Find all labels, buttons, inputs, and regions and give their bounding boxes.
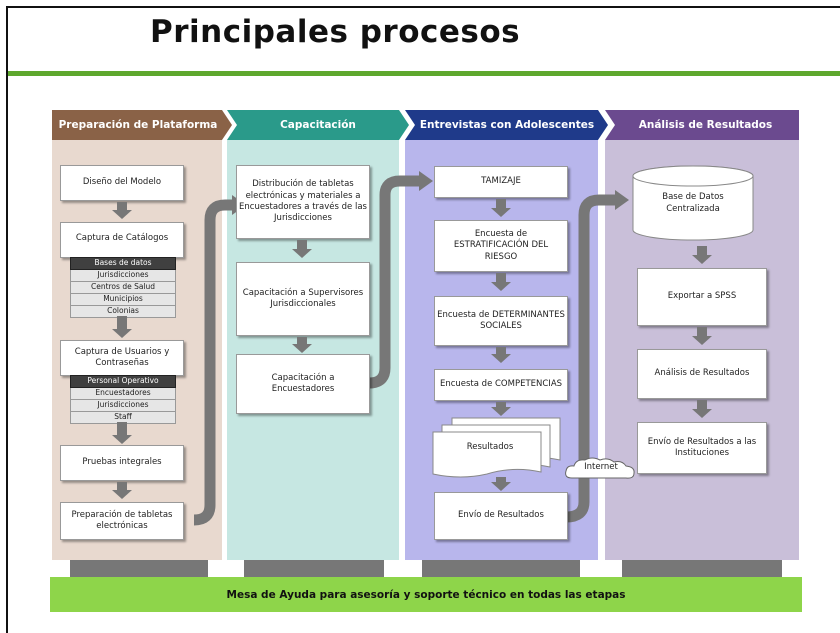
arrow-down (692, 327, 712, 345)
phase1-chevron (52, 110, 232, 140)
arrow-down (491, 347, 511, 363)
arrow-down (112, 482, 132, 499)
arrow-down (112, 422, 132, 444)
arrow-down (491, 477, 511, 491)
step-competencias: Encuesta de COMPETENCIAS (434, 369, 568, 401)
step-determinantes-sociales: Encuesta de DETERMINANTES SOCIALES (434, 296, 568, 346)
step-captura-usuarios: Captura de Usuarios y Contraseñas (60, 340, 184, 376)
connector-2-3 (368, 175, 420, 389)
slide-top-border (6, 6, 840, 8)
step-tamizaje: TAMIZAJE (434, 166, 568, 198)
users-list: Personal Operativo Encuestadores Jurisdi… (70, 375, 176, 424)
arrow-down (491, 199, 511, 217)
connector-3-4-head (615, 190, 629, 210)
step-distribucion-tabletas: Distribución de tabletas electrónicas y … (236, 165, 370, 239)
step-analisis-resultados: Análisis de Resultados (637, 349, 767, 399)
slide-left-border (6, 6, 8, 633)
step-capacitacion-supervisores: Capacitación a Supervisores Jurisdiccion… (236, 262, 370, 336)
phase1-header: Preparación de Plataforma (58, 119, 218, 131)
step-envio-instituciones: Envío de Resultados a las Instituciones (637, 422, 767, 474)
arrow-down (692, 246, 712, 264)
step-pruebas-integrales: Pruebas integrales (60, 445, 184, 481)
internet-label: Internet (584, 462, 618, 472)
phase3-chevron (405, 110, 608, 140)
connector-3-4 (565, 194, 616, 523)
step-captura-catalogos: Captura de Catálogos (60, 222, 184, 258)
phase3-header: Entrevistas con Adolescentes (419, 119, 595, 131)
step-envio-resultados: Envío de Resultados (434, 492, 568, 540)
arrow-down (692, 400, 712, 418)
step-preparacion-tabletas: Preparación de tabletas electrónicas (60, 502, 184, 540)
resultados-label: Resultados (466, 442, 514, 452)
slide-title: Principales procesos (150, 14, 521, 50)
step-base-datos: Base de Datos Centralizada (662, 192, 724, 214)
step-diseno-modelo: Diseño del Modelo (60, 165, 184, 201)
title-underline (8, 71, 840, 76)
arrow-down (112, 202, 132, 219)
list-item: Municipios (70, 294, 176, 306)
step-exportar-spss: Exportar a SPSS (637, 268, 767, 326)
arrow-down (112, 316, 132, 338)
phase2-footer (244, 560, 384, 577)
catalog-list-header: Bases de datos (70, 257, 176, 270)
phase2-header: Capacitación (280, 119, 356, 131)
database-icon (632, 165, 754, 241)
list-item: Encuestadores (70, 388, 176, 400)
connector-2-3-head (419, 171, 433, 191)
phase2-chevron (227, 110, 409, 140)
connector-1-2 (193, 199, 233, 526)
internet-cloud-icon (565, 457, 635, 479)
arrow-down (292, 240, 312, 258)
phase4-header: Análisis de Resultados (638, 119, 773, 131)
phase1-footer (70, 560, 208, 577)
arrow-down (491, 273, 511, 291)
catalog-list: Bases de datos Jurisdicciones Centros de… (70, 257, 176, 318)
phase4-chevron (605, 110, 799, 140)
phase4-footer (622, 560, 782, 577)
step-capacitacion-encuestadores: Capacitación a Encuestadores (236, 354, 370, 414)
list-item: Centros de Salud (70, 282, 176, 294)
help-desk-banner: Mesa de Ayuda para asesoría y soporte té… (50, 577, 802, 612)
arrow-down (491, 402, 511, 416)
documents-stack-icon (432, 417, 561, 478)
list-item: Jurisdicciones (70, 270, 176, 282)
users-list-header: Personal Operativo (70, 375, 176, 388)
phase3-footer (422, 560, 580, 577)
list-item: Jurisdicciones (70, 400, 176, 412)
step-estratificacion-riesgo: Encuesta de ESTRATIFICACIÓN DEL RIESGO (434, 220, 568, 272)
arrow-down (292, 337, 312, 353)
